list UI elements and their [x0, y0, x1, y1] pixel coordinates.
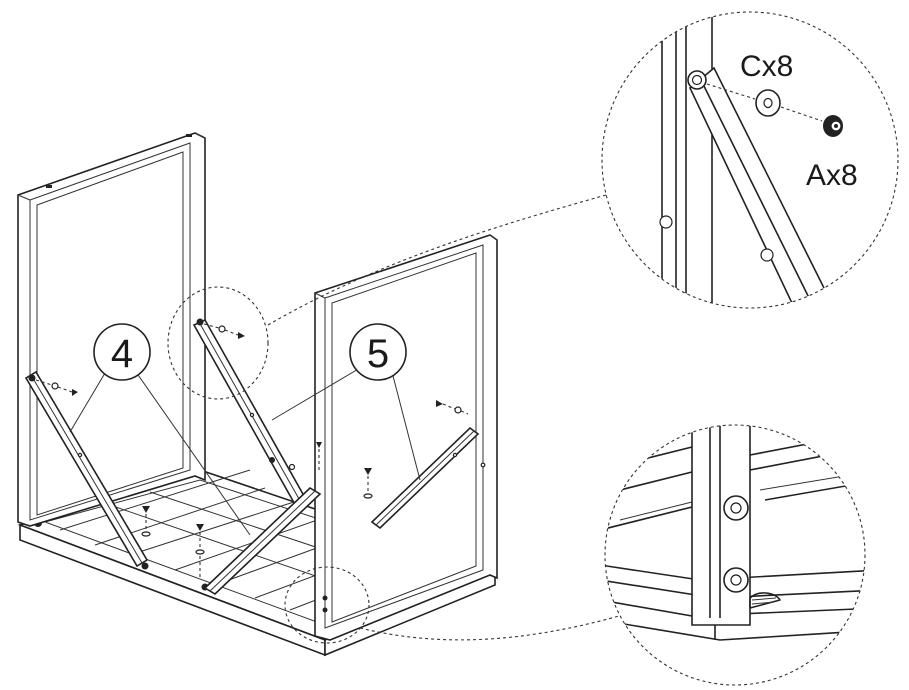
callout-4: 4 — [93, 323, 151, 381]
callout-5-label: 5 — [367, 332, 389, 376]
detail-marker-top — [167, 286, 269, 400]
bolt-label: Ax8 — [806, 159, 858, 192]
washer-label: Cx8 — [740, 50, 793, 83]
brace-front-cross — [203, 487, 322, 595]
detail-connector-top — [267, 194, 607, 326]
callout-5: 5 — [349, 323, 407, 381]
detail-marker-bottom — [284, 566, 370, 644]
fasteners — [28, 318, 469, 613]
detail-view-bottom — [604, 424, 866, 686]
frame-assembly: 4 5 — [17, 132, 641, 657]
bolt-a-icon — [823, 115, 843, 137]
detail-view-top: Cx8 Ax8 — [601, 11, 899, 309]
callout-4-label: 4 — [111, 332, 133, 376]
brace-left-part-4 — [24, 370, 149, 568]
leader-lines — [69, 367, 421, 536]
brace-right-part-5 — [370, 426, 480, 530]
